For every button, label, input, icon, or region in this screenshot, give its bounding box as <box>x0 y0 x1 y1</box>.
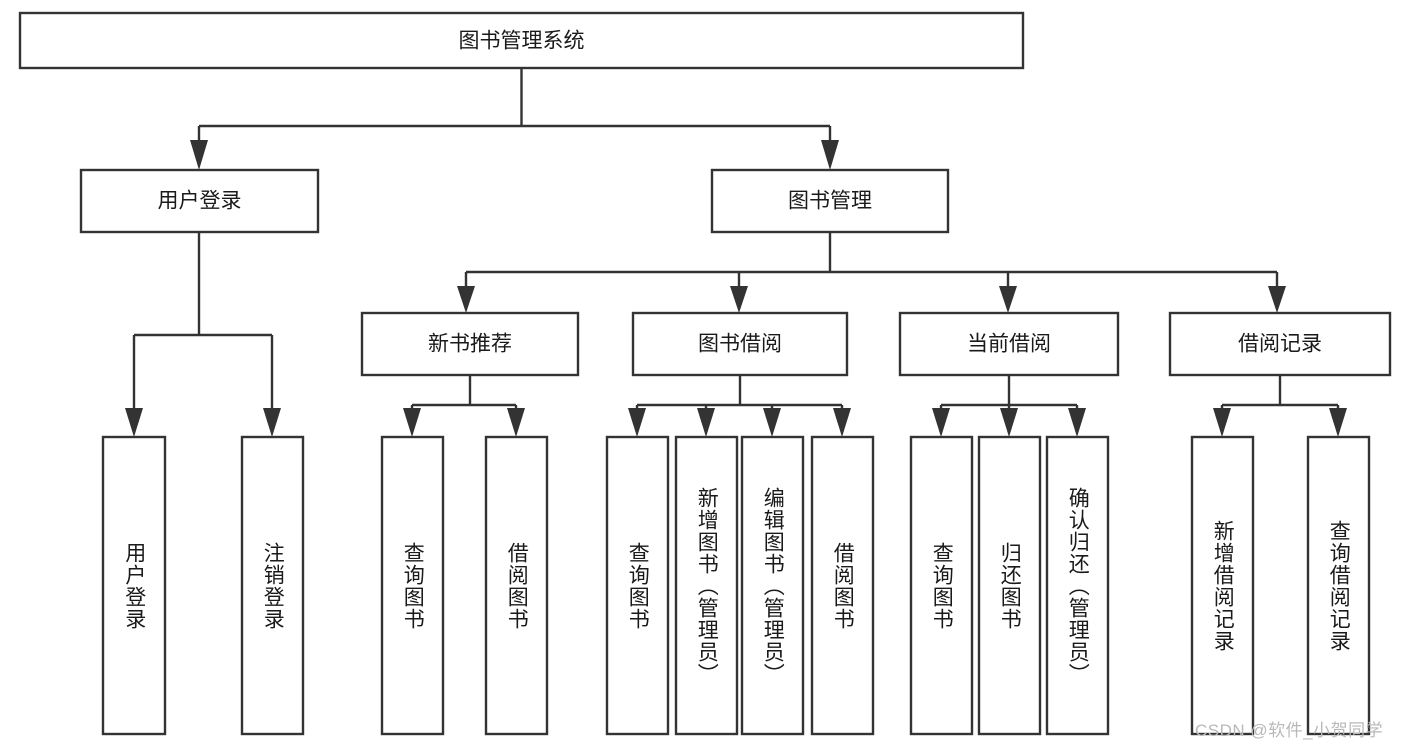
arrow-head-leaf-10 <box>1000 408 1018 437</box>
arrow-head-leaf-11 <box>1068 408 1086 437</box>
node-box-leaf-10[interactable] <box>977 435 1042 736</box>
arrow-head-leaf-1 <box>125 408 143 437</box>
node-box-leaf-4[interactable] <box>484 435 549 736</box>
node-box-leaf-3[interactable] <box>380 435 445 736</box>
node-box-leaf-2[interactable] <box>240 435 305 736</box>
node-boxes <box>18 11 1392 736</box>
node-box-leaf-5[interactable] <box>605 435 670 736</box>
node-box-leaf-6[interactable] <box>674 435 739 736</box>
arrow-head-leaf-12 <box>1213 408 1231 437</box>
node-box-root[interactable] <box>18 11 1025 70</box>
node-label-root: 图书管理系统 <box>459 30 585 53</box>
csdn-watermark: CSDN @软件_小贺同学 <box>1195 721 1384 740</box>
arrow-head-login <box>190 140 208 170</box>
node-box-newbook[interactable] <box>360 311 580 377</box>
node-box-borrow[interactable] <box>631 311 849 377</box>
arrow-head-leaf-7 <box>763 408 781 437</box>
node-label-current: 当前借阅 <box>967 333 1051 356</box>
arrow-head-leaf-3 <box>403 408 421 437</box>
node-box-login[interactable] <box>79 168 320 234</box>
arrow-head-leaf-8 <box>833 408 851 437</box>
connector-group-current <box>932 375 1086 437</box>
node-label-records: 借阅记录 <box>1238 333 1322 356</box>
connector-group-bookmgmt <box>457 232 1286 313</box>
arrow-head-records <box>1268 286 1286 313</box>
node-box-leaf-13[interactable] <box>1306 435 1371 736</box>
node-label-login: 用户登录 <box>158 190 242 213</box>
node-box-records[interactable] <box>1168 311 1392 377</box>
node-box-leaf-1[interactable] <box>101 435 167 736</box>
node-box-leaf-8[interactable] <box>810 435 875 736</box>
node-label-bookmgmt: 图书管理 <box>788 190 872 213</box>
node-box-leaf-7[interactable] <box>740 435 805 736</box>
arrow-head-leaf-4 <box>507 408 525 437</box>
connector-group-records <box>1213 375 1347 437</box>
arrow-head-leaf-6 <box>697 408 715 437</box>
node-label-newbook: 新书推荐 <box>428 333 512 356</box>
connector-group-root <box>190 68 839 170</box>
arrow-head-newbook <box>457 286 475 313</box>
arrow-head-leaf-13 <box>1329 408 1347 437</box>
node-labels-horizontal: 图书管理系统 用户登录 图书管理 新书推荐 图书借阅 当前借阅 借阅记录 <box>158 30 1323 356</box>
node-label-borrow: 图书借阅 <box>698 333 782 356</box>
arrow-head-leaf-5 <box>628 408 646 437</box>
arrow-head-bookmgmt <box>821 140 839 170</box>
node-box-current[interactable] <box>898 311 1120 377</box>
node-box-leaf-9[interactable] <box>909 435 974 736</box>
node-box-leaf-11[interactable] <box>1045 435 1110 736</box>
arrow-head-borrow <box>730 286 748 313</box>
connector-group-borrow <box>628 375 851 437</box>
connector-group-newbook <box>403 375 525 437</box>
arrow-head-current <box>999 286 1017 313</box>
node-box-leaf-12[interactable] <box>1190 435 1255 736</box>
arrow-head-leaf-2 <box>263 408 281 437</box>
node-box-bookmgmt[interactable] <box>710 168 950 234</box>
arrow-head-leaf-9 <box>932 408 950 437</box>
connector-group-login <box>125 232 281 437</box>
